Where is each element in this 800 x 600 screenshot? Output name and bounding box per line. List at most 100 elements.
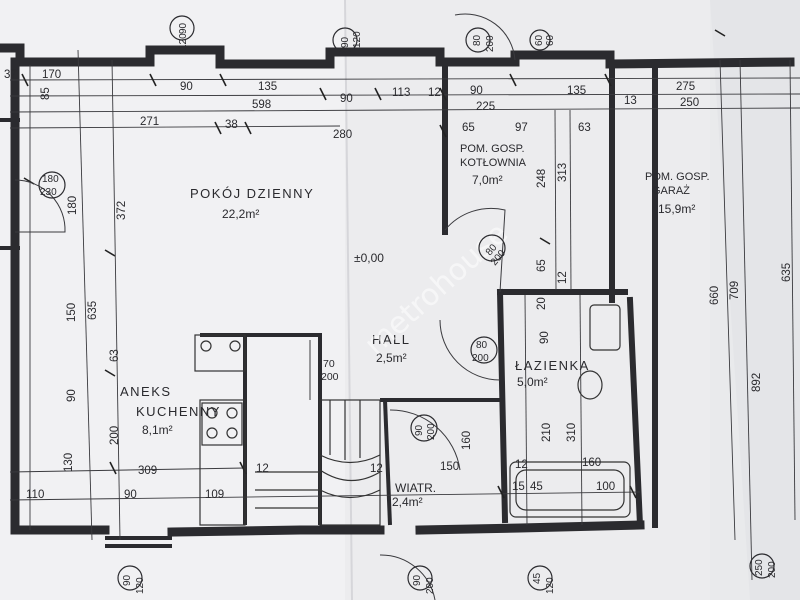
- dim-90-bottom: 90: [124, 489, 137, 501]
- svg-text:200: 200: [321, 371, 339, 383]
- dim-90-bath: 90: [539, 331, 551, 344]
- room-vestibule-name: WIATR.: [395, 481, 436, 495]
- svg-text:80: 80: [476, 340, 488, 351]
- dim-709: 709: [729, 281, 741, 300]
- dim-15: 15: [512, 481, 525, 493]
- dim-180: 180: [67, 196, 79, 215]
- svg-text:120: 120: [135, 577, 146, 594]
- dim-45: 45: [530, 481, 543, 493]
- bottom-dimension-labels: 309 110 90 109 12 12 150 12 160 15 45 10…: [26, 457, 615, 501]
- svg-text:90: 90: [414, 424, 425, 436]
- svg-text:90: 90: [122, 574, 133, 586]
- dim-135-a: 135: [258, 81, 277, 93]
- room-kitchen-area: 8,1m²: [142, 423, 173, 437]
- svg-text:230: 230: [40, 187, 57, 198]
- room-boiler-name1: POM. GOSP.: [460, 143, 525, 155]
- room-kitchen-name1: ANEKS: [120, 384, 172, 399]
- dim-20-v: 20: [536, 297, 548, 310]
- dim-280: 280: [333, 129, 352, 141]
- dim-635-a: 635: [87, 301, 99, 320]
- dim-37: 37: [4, 69, 17, 81]
- dim-109: 109: [205, 489, 224, 501]
- dim-12-b3: 12: [515, 459, 528, 471]
- dim-63-b: 63: [109, 349, 121, 362]
- svg-text:200: 200: [767, 561, 778, 578]
- svg-text:90: 90: [178, 22, 189, 34]
- dim-313: 313: [557, 163, 569, 182]
- room-living-name: POKÓJ DZIENNY: [190, 186, 314, 201]
- dim-598: 598: [252, 99, 271, 111]
- dim-65-v: 65: [536, 259, 548, 272]
- svg-text:45: 45: [532, 572, 543, 584]
- dim-12-v: 12: [557, 271, 569, 284]
- dim-275: 275: [676, 81, 695, 93]
- dim-660: 660: [709, 286, 721, 305]
- top-dimension-labels: 37 170 90 135 598 90 113 12 90 225 135 1…: [4, 69, 699, 141]
- dim-200: 200: [109, 426, 121, 445]
- dim-90-v: 90: [66, 389, 78, 402]
- dim-65: 65: [462, 122, 475, 134]
- dim-90-b: 90: [340, 93, 353, 105]
- svg-text:70: 70: [323, 358, 335, 370]
- dim-38: 38: [225, 119, 238, 131]
- svg-text:180: 180: [42, 174, 59, 185]
- dim-12-b1: 12: [256, 463, 269, 475]
- svg-text:90: 90: [412, 574, 423, 586]
- room-hall-area: 2,5m²: [376, 351, 407, 365]
- svg-text:90: 90: [340, 36, 351, 48]
- dim-892: 892: [751, 373, 763, 392]
- dim-100: 100: [596, 481, 615, 493]
- dim-372: 372: [116, 201, 128, 220]
- dim-130: 130: [63, 453, 75, 472]
- paper-sheet-right: [710, 0, 800, 600]
- dim-63-a: 63: [578, 122, 591, 134]
- dim-248: 248: [536, 169, 548, 188]
- svg-text:200: 200: [485, 35, 496, 52]
- dimension-ticks: [21, 29, 726, 499]
- dim-13: 13: [624, 95, 637, 107]
- room-kitchen-name2: KUCHENNY: [136, 404, 221, 419]
- room-labels: POKÓJ DZIENNY 22,2m² ANEKS KUCHENNY 8,1m…: [120, 143, 710, 509]
- bathroom-fixtures: [509, 304, 631, 518]
- room-garage-name2: GARAŻ: [652, 184, 690, 197]
- svg-text:60: 60: [545, 34, 556, 46]
- dim-635-b: 635: [781, 263, 793, 282]
- dimension-lines: [9, 49, 800, 581]
- dim-170: 170: [42, 69, 61, 81]
- room-bathroom-name: ŁAZIENKA: [515, 358, 590, 373]
- dim-271: 271: [140, 116, 159, 128]
- dim-135-b: 135: [567, 85, 586, 97]
- svg-text:80: 80: [472, 34, 483, 46]
- dim-160-bottom: 160: [582, 457, 601, 469]
- dim-90-a: 90: [180, 81, 193, 93]
- dim-160-v: 160: [461, 431, 473, 450]
- dim-12-b2: 12: [370, 463, 383, 475]
- svg-text:200: 200: [425, 577, 436, 594]
- dim-150-bottom: 150: [440, 461, 459, 473]
- svg-text:120: 120: [178, 33, 189, 50]
- paper-fold: [344, 0, 353, 600]
- dim-97: 97: [515, 122, 528, 134]
- room-boiler-name2: KOTŁOWNIA: [460, 157, 527, 169]
- dim-310: 310: [566, 423, 578, 442]
- room-garage-area: 15,9m²: [658, 202, 695, 216]
- svg-text:120: 120: [545, 577, 556, 594]
- room-garage-name1: POM. GOSP.: [645, 171, 710, 183]
- room-vestibule-area: 2,4m²: [392, 495, 423, 509]
- dim-110: 110: [26, 489, 44, 501]
- level-mark: ±0,00: [354, 251, 384, 265]
- room-boiler-area: 7,0m²: [472, 173, 503, 187]
- room-hall-name: HALL: [372, 332, 411, 347]
- dim-250: 250: [680, 97, 699, 109]
- outer-walls: [0, 43, 795, 548]
